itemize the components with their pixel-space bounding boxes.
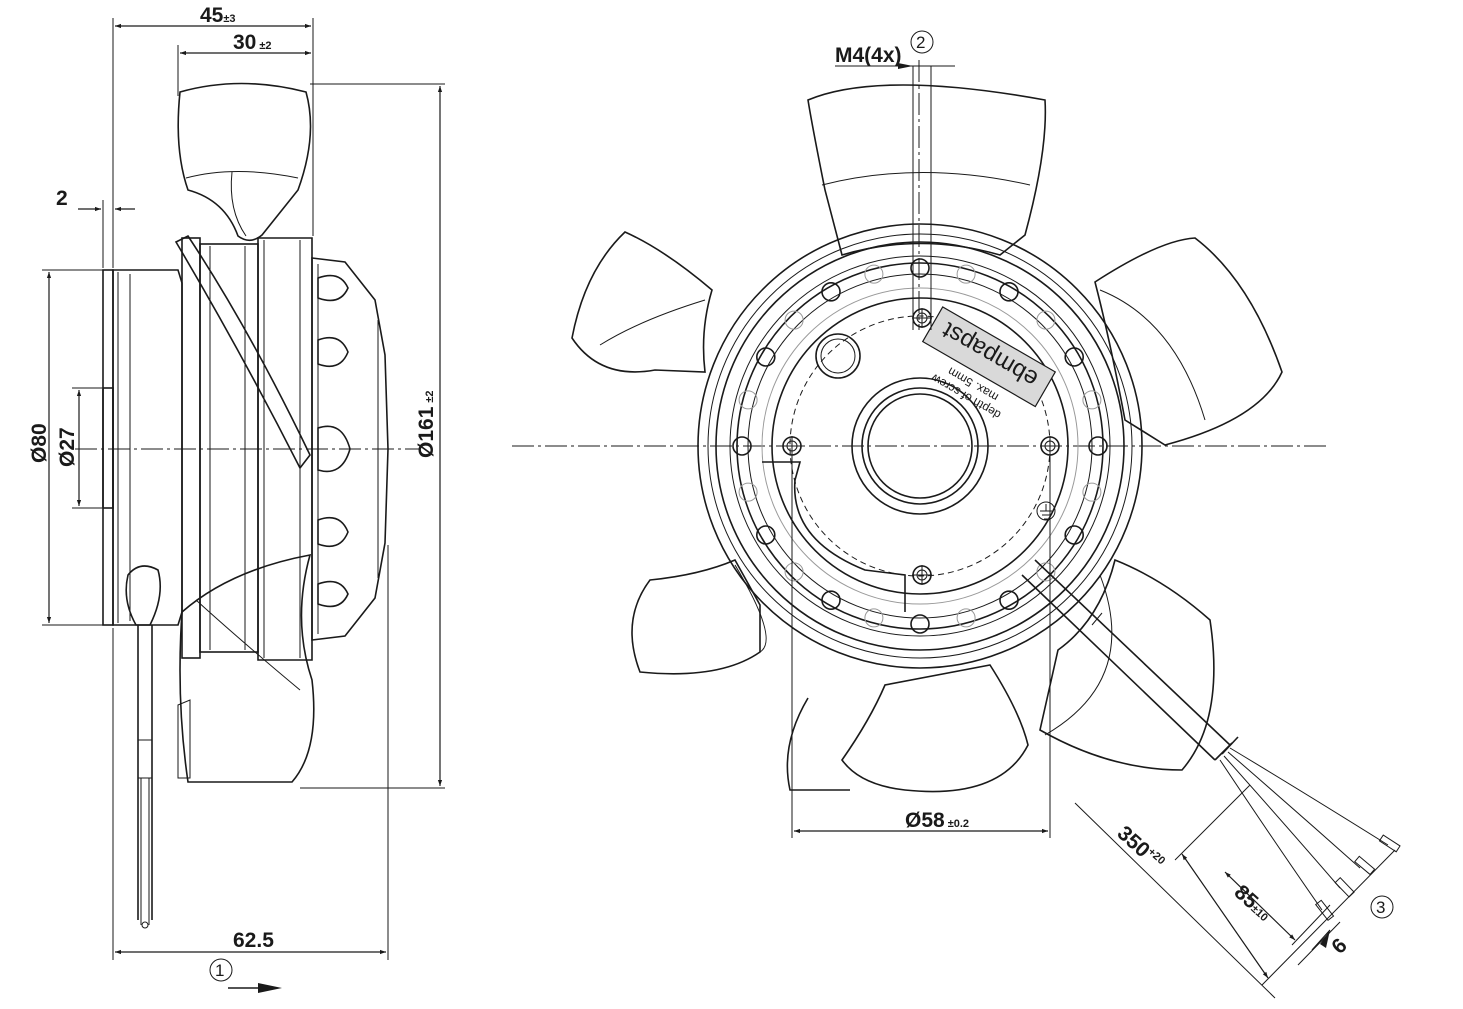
rotor-hole <box>755 525 776 545</box>
rotor-hole <box>1082 390 1102 410</box>
dim-d80-label: Ø80 <box>28 423 51 463</box>
rotor-hole <box>999 590 1019 611</box>
callout-2: 2 <box>916 33 925 52</box>
rotor-hole <box>910 614 930 634</box>
rotor-hole <box>784 562 804 582</box>
wire-ends <box>1314 834 1401 922</box>
rotor-hole <box>821 281 841 302</box>
rotor-hole <box>738 390 758 410</box>
rotor-hole <box>956 608 976 628</box>
dim-62-5-label: 62.5 <box>233 929 274 952</box>
cooling-slots <box>317 274 351 608</box>
rotor-hole <box>738 482 758 502</box>
rotor-holes <box>732 258 1108 634</box>
rotor-hole <box>956 264 976 284</box>
dim-6-label: 6 <box>1327 934 1352 959</box>
front-view: ebmpapst max. 5mm depth of screw M4(4x) … <box>512 30 1401 999</box>
rotor-hole <box>1082 482 1102 502</box>
rotor-hole <box>1064 347 1084 367</box>
rotor-hole <box>864 608 884 628</box>
dim-30-label: 30±2 <box>233 31 272 54</box>
callout-1: 1 <box>215 961 224 980</box>
dim-85-label: 85±10 <box>1230 881 1276 926</box>
rotor-hole <box>1088 436 1108 456</box>
m4-thread-label: M4(4x) <box>835 44 902 67</box>
dim-45-label: 45±3 <box>200 4 236 27</box>
rotor-hole <box>784 310 804 330</box>
rotor-hole <box>732 436 752 456</box>
side-view: Ø161±2 45±3 30±2 2 Ø80 Ø27 62.5 1 <box>28 4 445 993</box>
dim-d58-label: Ø58±0.2 <box>905 809 969 832</box>
rotor-hole <box>1064 525 1084 545</box>
rotor-hole <box>755 347 776 367</box>
rotor-hole <box>821 590 841 611</box>
fan-blades <box>571 84 1283 793</box>
rotor-hole <box>864 264 884 284</box>
rotor-hole <box>1036 310 1056 330</box>
rotor-hole <box>999 281 1019 302</box>
dim-d161-label: Ø161±2 <box>415 390 438 458</box>
rotor-hole <box>1036 562 1056 582</box>
dim-d27-label: Ø27 <box>56 427 79 467</box>
dim-2-label: 2 <box>56 187 68 210</box>
rotor-hole <box>910 258 930 278</box>
callout-3: 3 <box>1376 898 1385 917</box>
